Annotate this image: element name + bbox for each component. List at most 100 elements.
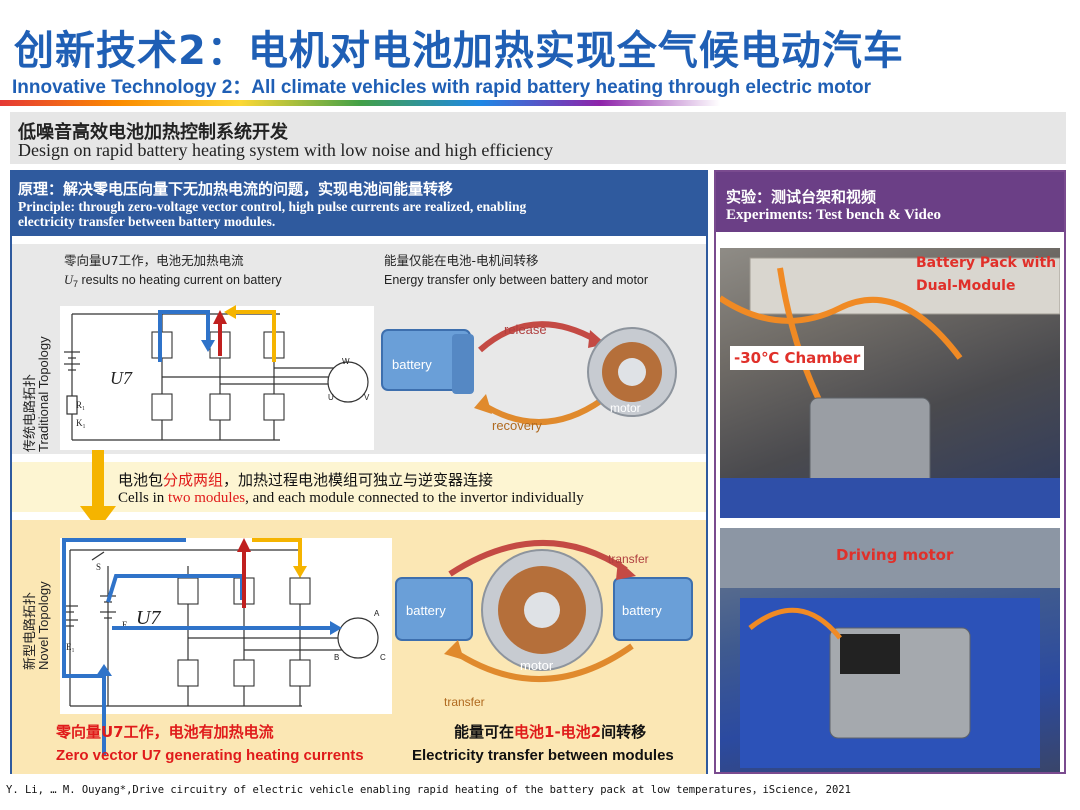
novel-label-cn: 新型电路拓扑 xyxy=(22,592,38,670)
experiments-banner: 实验：测试台架和视频 Experiments: Test bench & Vid… xyxy=(716,172,1064,232)
traditional-vector-label: U7 xyxy=(110,368,133,388)
module-split-en-rest: , and each module connected to the inver… xyxy=(245,490,584,506)
driving-motor-label: Driving motor xyxy=(836,546,954,564)
novel-blue-up-arrowhead xyxy=(96,664,112,676)
module-split-cn-rest: ，加热过程电池模组可独立与逆变器连接 xyxy=(223,471,494,489)
module-split-en: Cells in two modules, and each module co… xyxy=(118,490,584,507)
module-split-en-highlight: two modules xyxy=(168,490,246,506)
novel-transfer-cn-highlight: 电池1-电池2 xyxy=(514,723,601,741)
citation: Y. Li, … M. Ouyang*,Drive circuitry of e… xyxy=(6,784,851,796)
rainbow-divider xyxy=(0,100,720,106)
novel-transfer-bottom-arrow xyxy=(450,643,634,682)
principle-cn: 原理：解决零电压向量下无加热电流的问题，实现电池间能量转移 xyxy=(18,180,454,198)
principle-banner: 原理：解决零电压向量下无加热电流的问题，实现电池间能量转移 Principle:… xyxy=(12,172,706,236)
traditional-battery-side xyxy=(452,334,474,394)
novel-blue-outer-current xyxy=(62,538,186,756)
traditional-v-label: V xyxy=(364,393,370,402)
recovery-arrowhead xyxy=(474,394,492,414)
traditional-u-label: U xyxy=(328,393,334,402)
module-split-en-prefix: Cells in xyxy=(118,490,169,506)
section-header-cn: 低噪音高效电池加热控制系统开发 xyxy=(18,122,288,143)
module-split-cn-prefix: 电池包 xyxy=(118,471,164,489)
traditional-yellow-current-arrow xyxy=(234,310,276,362)
traditional-blue-current-arrow xyxy=(158,310,210,362)
novel-transfer-cn-prefix: 能量可在 xyxy=(454,723,514,741)
principle-en: Principle: through zero-voltage vector c… xyxy=(18,199,527,229)
motor-orange-cable xyxy=(748,607,842,640)
novel-red-arrowhead xyxy=(237,538,251,552)
traditional-note-rest: results no heating current on battery xyxy=(78,273,282,287)
traditional-motor-hub xyxy=(618,358,646,386)
section-header-en: Design on rapid battery heating system w… xyxy=(18,140,554,160)
motor-inverter-shape xyxy=(809,397,931,489)
recovery-label: recovery xyxy=(492,418,542,433)
traditional-switches xyxy=(151,331,285,421)
novel-transfer-top-label: transfer xyxy=(608,552,649,566)
traditional-red-arrowhead xyxy=(213,310,227,324)
traditional-note-sub: 7 xyxy=(73,279,78,289)
novel-blue-right-arrowhead xyxy=(330,621,342,635)
wall-shape xyxy=(720,528,1060,588)
traditional-w-label: W xyxy=(342,357,350,366)
novel-label-en: Novel Topology xyxy=(36,581,51,670)
novel-transfer-en: Electricity transfer between modules xyxy=(412,747,674,764)
chamber-label: -30℃ Chamber xyxy=(730,346,865,370)
section-flow-arrow xyxy=(80,450,116,530)
novel-transfer-cn-rest: 间转移 xyxy=(601,723,646,741)
traditional-r1-label: R₁ xyxy=(76,400,85,410)
traditional-label-en: Traditional Topology xyxy=(36,336,51,452)
novel-transfer-bottom-label: transfer xyxy=(444,695,485,709)
traditional-battery-text: battery xyxy=(392,357,432,372)
traditional-note-u: U xyxy=(64,273,74,287)
traditional-motor-symbol xyxy=(327,361,369,403)
test-bench-photo: Battery Pack with Dual-Module -30℃ Chamb… xyxy=(720,248,1060,518)
traditional-blue-arrowhead xyxy=(201,340,215,352)
experiments-title-cn: 实验：测试台架和视频 xyxy=(726,188,877,206)
driving-motor-photo: Driving motor xyxy=(720,528,1060,772)
novel-battery-left-text: battery xyxy=(406,603,446,618)
section-header: 低噪音高效电池加热控制系统开发 Design on rapid battery … xyxy=(10,112,1066,164)
traditional-note-en: U7 results no heating current on battery xyxy=(64,273,282,289)
module-split-section: 电池包分成两组，加热过程电池模组可独立与逆变器连接 Cells in two m… xyxy=(12,462,706,512)
novel-note-cn: 零向量U7工作，电池有加热电流 xyxy=(55,723,274,741)
page-title-english: Innovative Technology 2：All climate vehi… xyxy=(12,77,872,98)
novel-transfer-top-arrowhead xyxy=(616,560,636,580)
traditional-label-cn: 传统电路拓扑 xyxy=(22,374,38,452)
module-split-cn: 电池包分成两组，加热过程电池模组可独立与逆变器连接 xyxy=(118,469,493,490)
experiments-panel: 实验：测试台架和视频 Experiments: Test bench & Vid… xyxy=(714,170,1066,774)
controller-board-shape xyxy=(840,634,900,674)
novel-e2-label: E₁ xyxy=(122,620,131,630)
traditional-note-cn: 零向量U7工作，电池无加热电流 xyxy=(64,253,244,268)
traditional-battery-symbol xyxy=(64,351,80,415)
novel-battery-right-text: battery xyxy=(622,603,662,618)
novel-motor-symbol xyxy=(337,617,379,659)
test-bench-photo-illustration xyxy=(720,257,1060,518)
traditional-circuit-background xyxy=(60,306,374,450)
novel-vector-label: U7 xyxy=(136,607,161,629)
battery-pack-label: Battery Pack with Dual-Module xyxy=(916,255,1057,294)
novel-b-label: B xyxy=(334,653,339,662)
novel-a-label: A xyxy=(374,609,380,618)
novel-battery-left xyxy=(395,577,473,641)
release-arrow xyxy=(478,321,598,353)
section-flow-arrow-shaft xyxy=(92,450,104,510)
novel-c-label: C xyxy=(380,653,386,662)
novel-yellow-current-arrow xyxy=(252,538,302,568)
traditional-yellow-arrowhead xyxy=(224,305,236,319)
novel-transfer-cn: 能量可在电池1-电池2间转移 xyxy=(454,723,646,741)
energy-only-en: Energy transfer only between battery and… xyxy=(384,273,648,287)
orange-cable-1 xyxy=(720,295,963,360)
novel-e1-label: E₁ xyxy=(66,642,75,652)
page-title: 创新技术2：电机对电池加热实现全气候电动汽车 xyxy=(14,28,904,74)
novel-motor-text: motor xyxy=(520,658,554,673)
traditional-k1-label: K₁ xyxy=(76,418,86,428)
module-split-cn-highlight: 分成两组 xyxy=(163,471,224,489)
traditional-motor-text: motor xyxy=(610,401,641,415)
recovery-arrow xyxy=(480,397,604,425)
novel-transfer-top-arrow xyxy=(448,539,628,577)
novel-topology-section: 新型电路拓扑 Novel Topology xyxy=(12,520,706,774)
novel-battery-right xyxy=(613,577,693,641)
blue-pallet-shape xyxy=(720,478,1060,518)
section-flow-arrow-head xyxy=(80,506,116,530)
principle-panel: 原理：解决零电压向量下无加热电流的问题，实现电池间能量转移 Principle:… xyxy=(10,170,708,774)
